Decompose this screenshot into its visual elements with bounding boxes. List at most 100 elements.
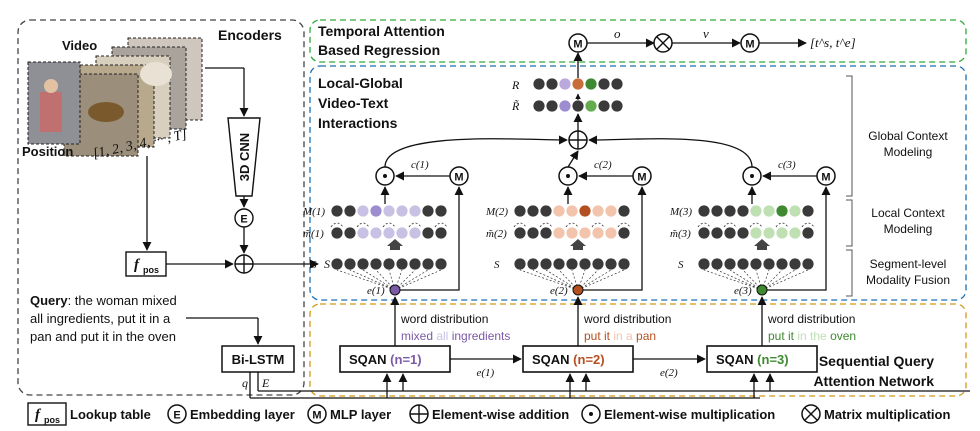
- local-node-lower: [776, 227, 788, 239]
- phrase-word: in a: [613, 329, 636, 343]
- legend-label: MLP layer: [330, 407, 391, 422]
- local-node-lower: [409, 227, 421, 239]
- local-connector: [749, 222, 763, 228]
- fusion-line: [336, 269, 396, 291]
- local-node-upper: [566, 205, 578, 217]
- temporal-title-line-1: Temporal Attention: [318, 23, 445, 39]
- encoders-title: Encoders: [218, 27, 282, 43]
- dot-to-add-arrow: [384, 135, 568, 168]
- sqan-box: [706, 345, 818, 373]
- local-connector: [723, 222, 737, 228]
- regression-mlp-1-icon: M: [568, 33, 588, 53]
- segment-node: [540, 258, 552, 270]
- node: [546, 100, 558, 112]
- local-node-lower: [540, 227, 552, 239]
- local-connector: [539, 222, 553, 228]
- m-upper-label: M(1): [302, 206, 325, 218]
- legend-letter: E: [173, 410, 180, 422]
- sqan-index: (n=2): [573, 352, 604, 367]
- sqan-name: SQAN: [349, 352, 390, 367]
- segment-fusion-label-1: Segment-level: [870, 257, 947, 271]
- local-connector: [697, 222, 711, 228]
- local-connector: [330, 222, 344, 228]
- local-node-lower: [711, 227, 723, 239]
- up-arrow: [754, 239, 770, 250]
- o-symbol: o: [614, 26, 621, 41]
- node: [572, 78, 584, 90]
- local-node-lower: [527, 227, 539, 239]
- cnn-label: 3D CNN: [237, 133, 252, 181]
- segment-node: [776, 258, 788, 270]
- m-lower-label: m̃(1): [303, 228, 324, 240]
- segment-node: [435, 258, 447, 270]
- branch-2: e(2)SM(2)m̃(2)Mc(2): [485, 150, 652, 297]
- temporal-title-line-2: Based Regression: [318, 42, 440, 58]
- phrase-word: put it: [768, 329, 797, 343]
- bilstm-label: Bi-LSTM: [232, 352, 285, 367]
- fusion-line: [349, 269, 396, 291]
- local-node-upper: [789, 205, 801, 217]
- local-node-lower: [789, 227, 801, 239]
- local-node-upper: [750, 205, 762, 217]
- global-context-bracket: [846, 75, 853, 197]
- legend-letter: M: [312, 410, 321, 422]
- phrase-label: put it in a pan: [584, 329, 656, 343]
- segment-node: [357, 258, 369, 270]
- sqan-title-line-2: Attention Network: [813, 373, 934, 389]
- node: [572, 100, 584, 112]
- local-node-lower: [566, 227, 578, 239]
- pan-shape: [140, 62, 172, 86]
- local-node-lower: [579, 227, 591, 239]
- s-input-symbol: S: [324, 257, 330, 271]
- query-line-3: pan and put it in the oven: [30, 329, 176, 344]
- fusion-line: [755, 269, 763, 291]
- mlp-letter: M: [821, 172, 830, 184]
- mlp-letter: M: [637, 172, 646, 184]
- local-node-upper: [698, 205, 710, 217]
- node: [585, 100, 597, 112]
- lookup-table-label: f: [134, 257, 141, 273]
- segment-node: [514, 258, 526, 270]
- local-context-label-1: Local Context: [871, 206, 945, 220]
- e-node: [756, 284, 768, 296]
- node: [559, 100, 571, 112]
- sqan-link-label: e(1): [477, 367, 495, 379]
- local-node-upper: [357, 205, 369, 217]
- local-node-upper: [396, 205, 408, 217]
- sqan-index: (n=1): [390, 352, 421, 367]
- svg-text:M: M: [745, 39, 754, 51]
- brackets: [846, 75, 853, 297]
- phrase-word: in the: [797, 329, 830, 343]
- local-node-lower: [802, 227, 814, 239]
- matrix-multiplication-icon: [653, 33, 673, 53]
- local-node-upper: [579, 205, 591, 217]
- r-tilde-node-row: [533, 100, 623, 112]
- local-node-upper: [724, 205, 736, 217]
- cnn-block: [227, 117, 261, 197]
- m-upper-label: M(2): [485, 206, 508, 218]
- legend-f: f: [35, 407, 42, 423]
- local-connector: [382, 222, 396, 228]
- e-label: e(1): [367, 285, 385, 297]
- fusion-line: [577, 269, 625, 291]
- local-connector: [775, 222, 789, 228]
- segment-node: [383, 258, 395, 270]
- element-wise-addition-icon: [234, 254, 254, 274]
- node: [533, 100, 545, 112]
- E-legend-icon: [167, 404, 187, 424]
- e-node: [389, 284, 401, 296]
- dot-center: [383, 174, 387, 178]
- local-node-upper: [514, 205, 526, 217]
- c-label: c(3): [778, 159, 796, 171]
- m-upper-label: M(3): [669, 206, 692, 218]
- local-node-upper: [331, 205, 343, 217]
- local-node-lower: [357, 227, 369, 239]
- sqan-link-label: e(2): [660, 367, 678, 379]
- branch-1: e(1)SM(1)m̃(1)Mc(1): [302, 135, 568, 297]
- segment-fusion-bracket: [846, 249, 853, 297]
